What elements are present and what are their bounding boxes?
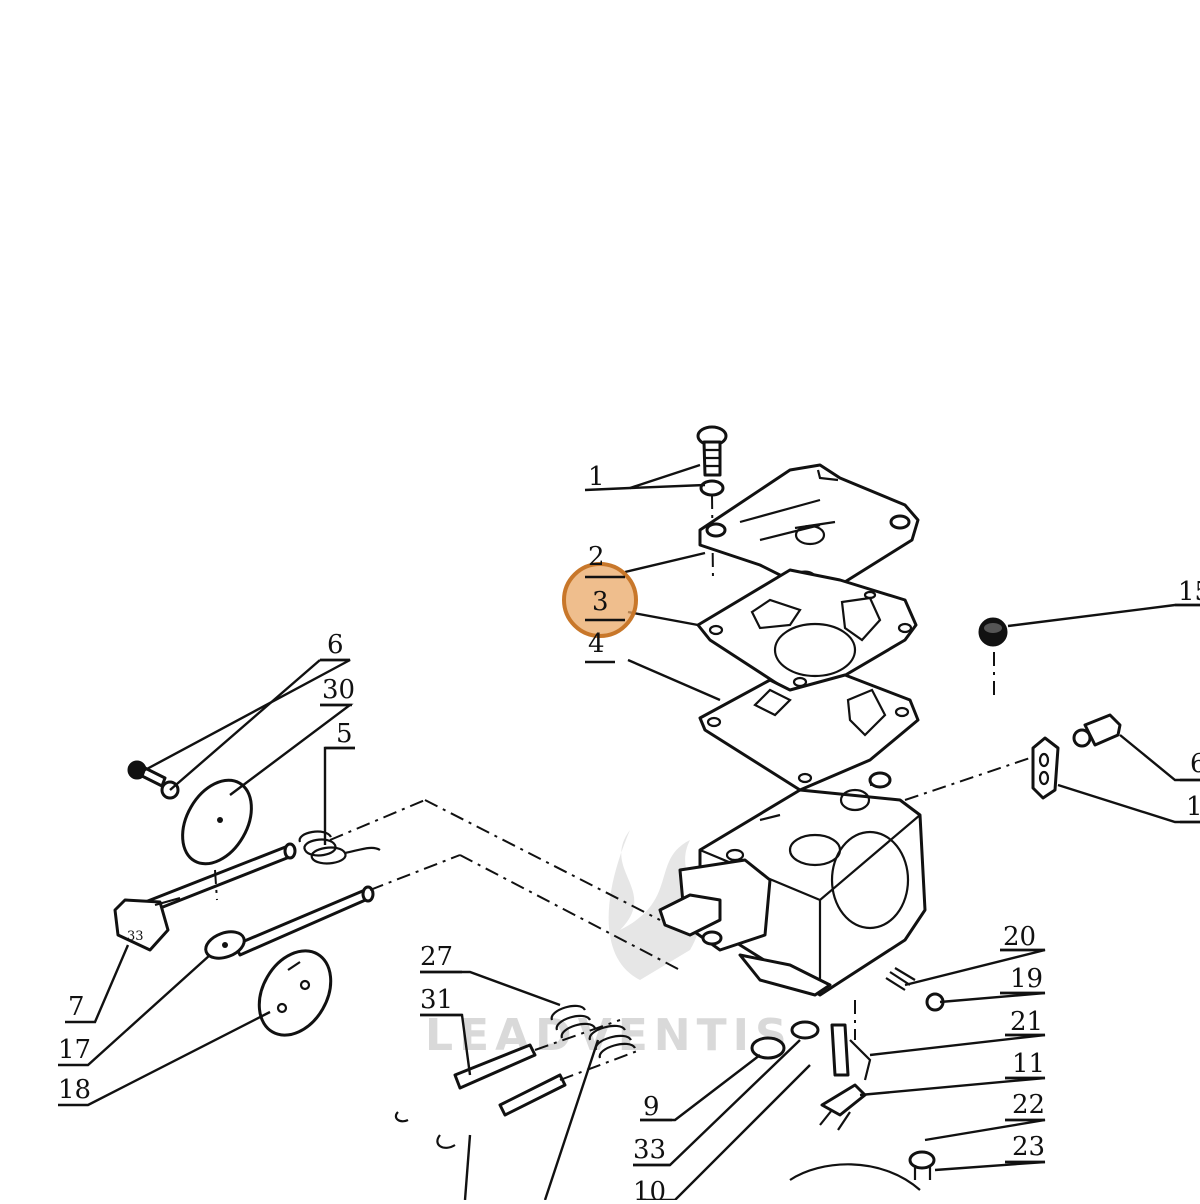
label-1-right: 1 <box>1186 792 1200 822</box>
part-18-disc <box>257 949 333 1037</box>
label-9: 9 <box>643 1092 660 1122</box>
label-11: 11 <box>1012 1049 1045 1079</box>
part-1-screw <box>696 425 728 581</box>
lower-bracket <box>789 1163 921 1191</box>
part-2-diaphragm-cover <box>698 463 920 592</box>
clip-parts <box>394 1111 456 1149</box>
part-labels: 1 2 3 4 15 6 1 6 30 5 7 17 18 27 31 9 33… <box>58 462 1200 1204</box>
label-7: 7 <box>68 992 85 1022</box>
label-19: 19 <box>1010 964 1043 994</box>
watermark-text: LEADVENTIS <box>425 1010 793 1061</box>
part-9-disc <box>750 1020 820 1060</box>
part-17-shaft <box>204 885 375 960</box>
highlight-marker <box>562 562 638 638</box>
part-7-shaft: 33 <box>113 842 297 952</box>
watermark: LEADVENTIS <box>425 830 793 1061</box>
label-15: 15 <box>1178 577 1200 607</box>
part-11-lever <box>819 1083 867 1131</box>
label-4: 4 <box>588 629 605 659</box>
part-31-needle <box>453 1019 641 1117</box>
part-5-spring <box>298 830 381 865</box>
label-31: 31 <box>420 985 453 1015</box>
part-21-screw <box>830 1023 872 1081</box>
part-30-disc <box>181 778 253 866</box>
label-20: 20 <box>1003 922 1036 952</box>
part-23-screw <box>908 1150 936 1180</box>
right-bracket <box>904 713 1122 801</box>
label-17: 17 <box>58 1035 91 1065</box>
label-21: 21 <box>1010 1007 1043 1037</box>
label-3: 3 <box>592 587 609 617</box>
part-4-gasket <box>698 673 920 792</box>
label-10: 10 <box>633 1177 666 1200</box>
carburetor-body <box>658 771 927 997</box>
part-3-diaphragm <box>696 568 918 694</box>
label-5: 5 <box>336 719 353 749</box>
label-22: 22 <box>1012 1090 1045 1120</box>
label-33: 33 <box>633 1135 666 1165</box>
watermark-flame-icon <box>608 830 700 980</box>
part-27-spring <box>550 1004 636 1059</box>
label-6: 6 <box>327 630 344 660</box>
label-18: 18 <box>58 1075 91 1105</box>
label-underlines <box>320 575 1200 1167</box>
label-2: 2 <box>588 542 605 572</box>
label-30: 30 <box>322 675 355 705</box>
lever-mark: 33 <box>127 929 144 944</box>
label-6-right: 6 <box>1190 749 1200 779</box>
part-15-plug <box>978 617 1008 700</box>
label-27: 27 <box>420 942 453 972</box>
label-23: 23 <box>1012 1132 1045 1162</box>
part-20-spring <box>885 967 945 1012</box>
label-1: 1 <box>588 462 605 492</box>
